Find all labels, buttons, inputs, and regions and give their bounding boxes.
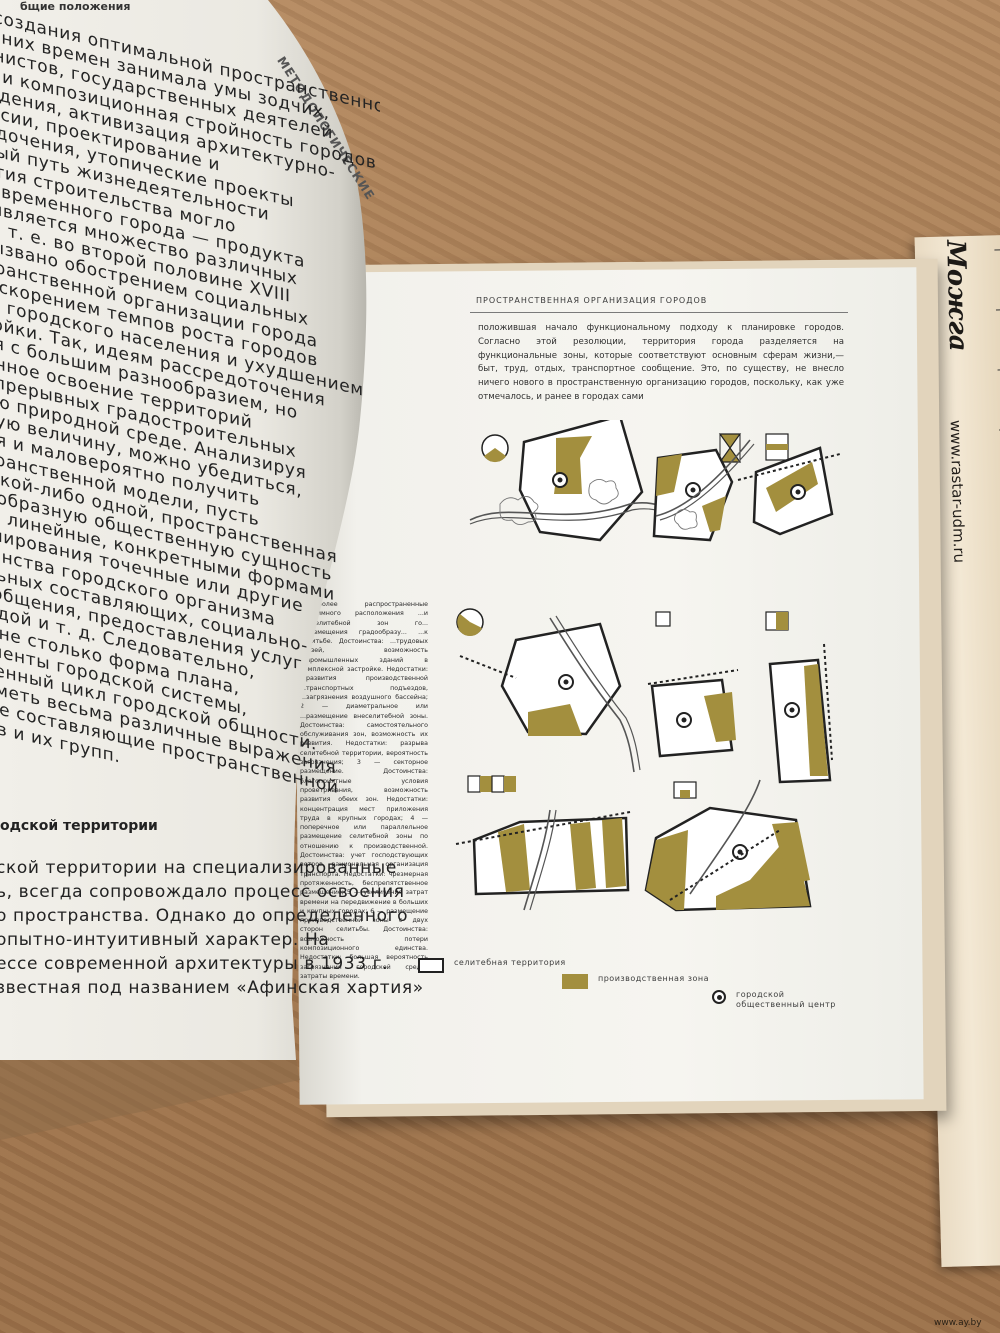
scheme-1-icon: [481, 434, 509, 463]
scheme-7: [455, 809, 631, 911]
watermark: www.ay.by: [934, 1318, 982, 1328]
left-section-title: одской территории: [0, 818, 158, 834]
scheme-8-icon: [673, 781, 697, 799]
legend-residential-swatch: [418, 958, 444, 973]
legend-residential: селитебная территория: [418, 958, 584, 973]
scheme-8: [644, 779, 812, 912]
scheme-2: [652, 439, 755, 542]
legend-industrial-label: производственная зона: [598, 974, 709, 983]
head-rule: [470, 312, 848, 313]
left-lower-line: ессе современной архитектуры в 1933 г.: [0, 954, 389, 974]
scheme-4: [459, 615, 641, 773]
legend-industrial-swatch: [562, 974, 588, 989]
left-lower-line: звестная под названием «Афинская хартия»: [0, 978, 424, 998]
legend-residential-label: селитебная территория: [454, 958, 566, 967]
legend-center-label: городской общественный центр: [736, 990, 836, 1009]
left-lower-line: ь, всегда сопровождало процесс освоения: [0, 882, 405, 902]
legend-industrial: производственная зона: [562, 974, 728, 989]
scheme-5-icon: [655, 611, 671, 627]
left-lower-line: о пространства. Однако до определенного: [0, 906, 409, 926]
zoning-diagrams: [455, 420, 841, 912]
left-lower-text: ской территории на специализированные ь,…: [0, 856, 424, 1000]
scheme-6: [768, 643, 833, 784]
left-lower-line: опытно-интуитивный характер. На: [0, 930, 330, 950]
left-page-header: бщие положения: [20, 0, 131, 13]
scheme-6-icon: [765, 611, 789, 631]
running-head: Пространственная организация городов: [476, 296, 708, 305]
scheme-3: [737, 446, 841, 536]
body-text: положившая начало функциональному подход…: [478, 323, 844, 402]
scheme-5: [647, 669, 739, 758]
left-lower-line: ской территории на специализированные: [0, 858, 397, 878]
scheme-4-icon: [456, 608, 484, 636]
legend-center: городской общественный центр: [712, 990, 836, 1010]
scheme-7-icon: [467, 775, 516, 793]
scheme-1: [469, 420, 693, 542]
ruler-ticks: [994, 249, 1000, 431]
legend-center-icon: [712, 990, 726, 1004]
left-page-text: Идея создания оптимальной пространственн…: [0, 0, 380, 878]
figure-caption: ...наиболее распространенные ...взаимног…: [300, 601, 428, 980]
scheme-3-icon: [765, 433, 789, 461]
